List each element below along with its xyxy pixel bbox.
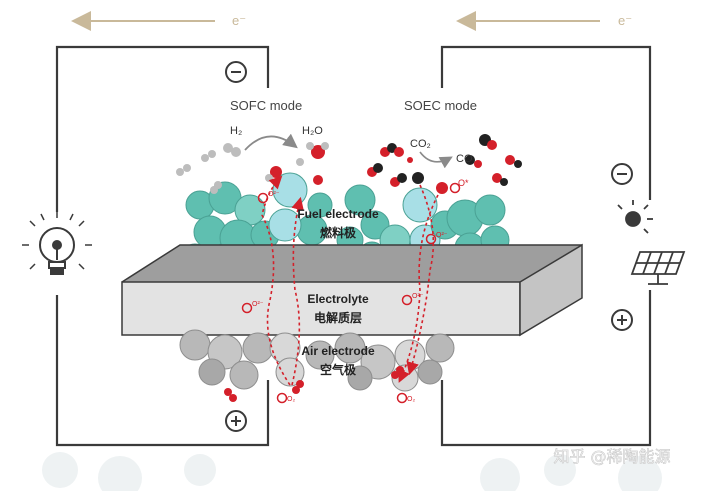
oxygen-label-right: O₂	[407, 396, 415, 403]
solar-panel-icon	[617, 200, 686, 285]
terminal-left-positive	[225, 410, 247, 432]
air-electrode-label: Air electrode	[301, 344, 375, 358]
watermark: 知乎 @稀陶能源	[553, 447, 670, 466]
oxide-ion-paths	[261, 175, 439, 386]
soec-mode-label: SOEC mode	[404, 98, 477, 113]
oxide-ion-label: O²⁻	[436, 232, 448, 239]
oxygen-label-left: O₂	[287, 396, 295, 403]
oxide-ion-label: O²⁻	[268, 191, 280, 198]
oxygen-marker-left	[276, 392, 288, 404]
electrolyte-layer	[121, 243, 583, 337]
fuel-electrode-label-zh: 燃料极	[320, 225, 357, 240]
fuel-electrode-label: Fuel electrode	[297, 207, 379, 221]
oxygen-marker-right	[396, 392, 408, 404]
oxide-ion-label: O²⁻	[412, 293, 424, 300]
left-circuit-wire	[55, 45, 270, 447]
electron-flow-left: e⁻	[71, 10, 246, 31]
background-dots	[42, 452, 662, 491]
sofc-reaction-arrow	[244, 133, 298, 151]
soec-reactant-label: CO₂	[410, 138, 431, 150]
air-electrode-label-zh: 空气极	[320, 362, 357, 377]
oxide-ion-label: O²⁻	[252, 301, 264, 308]
sofc-product-label: H₂O	[302, 125, 323, 137]
soec-product-label: CO	[456, 153, 473, 165]
air-electrode-particles	[179, 329, 455, 392]
electrolyte-label: Electrolyte	[307, 292, 369, 306]
sofc-gas-molecules	[176, 142, 329, 194]
soec-gas-molecules	[367, 134, 522, 194]
electrolyte-label-zh: 电解质层	[314, 310, 362, 325]
sofc-reactant-label: H₂	[230, 125, 242, 137]
soec-reaction-arrow	[419, 151, 453, 169]
right-circuit-wire	[440, 45, 652, 447]
terminal-right-positive	[611, 309, 633, 331]
oxide-ion-markers: O²⁻ O²⁻ O²⁻ O²⁻ O*	[241, 178, 469, 314]
electron-label-right: e⁻	[618, 13, 632, 28]
light-bulb-icon	[22, 212, 92, 275]
terminal-left-negative	[225, 61, 247, 83]
electron-flow-right: e⁻	[456, 10, 632, 31]
electron-label-left: e⁻	[232, 13, 246, 28]
adsorbed-oxygen-label: O*	[458, 178, 469, 188]
sofc-mode-label: SOFC mode	[230, 98, 302, 113]
terminal-right-negative	[611, 163, 633, 185]
